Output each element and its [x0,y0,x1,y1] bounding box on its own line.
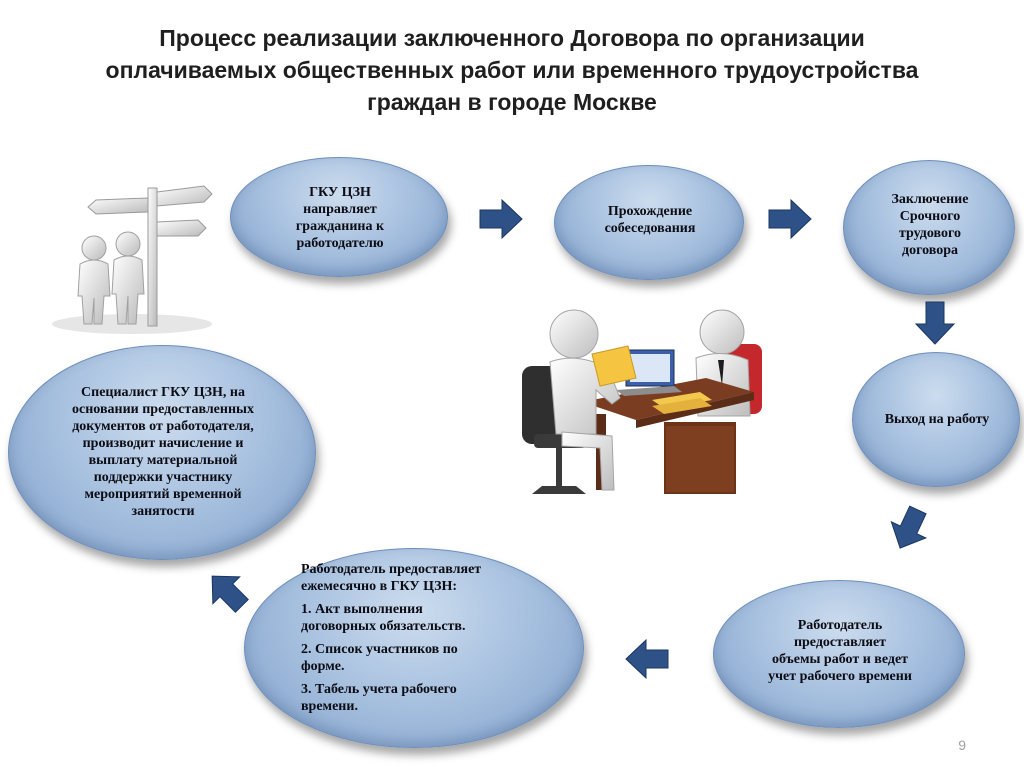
step-line: работодателю [296,236,384,251]
step-oval-interview: Прохождение собеседования [554,165,744,280]
step-line: Прохождение [607,204,693,219]
page-number: 9 [958,737,966,753]
doc-intro: Работодатель предоставляет ежемесячно в … [301,561,551,595]
step-line: выплату материальной [88,453,238,468]
step-text: Выход на работу [863,411,1011,428]
step-text: Работодатель предоставляет ежемесячно в … [301,561,551,721]
step-line: Срочного [899,209,961,224]
doc-item-list: 2. Список участников по форме. [301,641,551,675]
flow-arrow-icon [767,196,813,242]
step-line: ежемесячно в ГКУ ЦЗН: [301,579,458,594]
title-line: Процесс реализации заключенного Договора… [159,25,865,51]
step-line: учет рабочего времени [768,669,912,684]
step-line: предоставляет [793,635,887,650]
step-line: основании предоставленных [72,402,254,417]
step-line: Работодатель [797,618,883,633]
step-line: Выход на работу [884,412,990,427]
step-line: гражданина к [295,219,385,234]
flow-arrow-icon [624,636,670,682]
step-line: договора [902,243,958,258]
step-line: времени. [301,699,358,714]
flow-arrow-icon [878,498,939,559]
title-line: граждан в городе Москве [367,89,657,115]
step-line: занятости [131,504,195,519]
flow-arrow-icon [912,300,958,346]
step-line: мероприятий временной [84,487,242,502]
step-line: 1. Акт выполнения [301,602,423,617]
step-line: форме. [301,659,345,674]
step-text: ГКУ ЦЗН направляет гражданина к работода… [249,184,431,252]
step-oval-payment: Специалист ГКУ ЦЗН, на основании предост… [8,345,316,560]
flow-arrow-icon [194,558,259,623]
step-text: Специалист ГКУ ЦЗН, на основании предост… [39,384,287,520]
step-text: Работодатель предоставляет объемы работ … [734,617,946,685]
step-line: поддержки участнику [93,470,233,485]
page-title: Процесс реализации заключенного Договора… [60,22,964,118]
title-line: оплачиваемых общественных работ или врем… [105,57,919,83]
step-text: Прохождение собеседования [570,203,730,237]
step-oval-contract: Заключение Срочного трудового договора [843,160,1015,295]
step-line: трудового [899,226,961,241]
step-line: 2. Список участников по [301,642,458,657]
step-line: производит начисление и [82,436,244,451]
step-oval-referral: ГКУ ЦЗН направляет гражданина к работода… [230,157,448,277]
step-line: ГКУ ЦЗН [309,185,371,200]
step-line: направляет [303,202,377,217]
step-text: Заключение Срочного трудового договора [854,191,1006,259]
step-line: Специалист ГКУ ЦЗН, на [81,385,245,400]
doc-item-act: 1. Акт выполнения договорных обязательст… [301,601,551,635]
step-line: договорных обязательств. [301,619,466,634]
step-line: собеседования [604,221,696,236]
step-oval-monthly-documents: Работодатель предоставляет ежемесячно в … [244,548,584,748]
step-oval-start-work: Выход на работу [852,352,1020,487]
step-oval-work-records: Работодатель предоставляет объемы работ … [713,580,965,728]
flow-arrow-icon [478,196,524,242]
step-line: Работодатель предоставляет [301,562,482,577]
step-line: 3. Табель учета рабочего [301,682,457,697]
step-line: объемы работ и ведет [771,652,909,667]
step-line: Заключение [891,192,969,207]
doc-item-timesheet: 3. Табель учета рабочего времени. [301,681,551,715]
office-interview-illustration [516,294,770,510]
people-at-signpost-illustration [52,178,224,338]
step-line: документов от работодателя, [72,419,254,434]
